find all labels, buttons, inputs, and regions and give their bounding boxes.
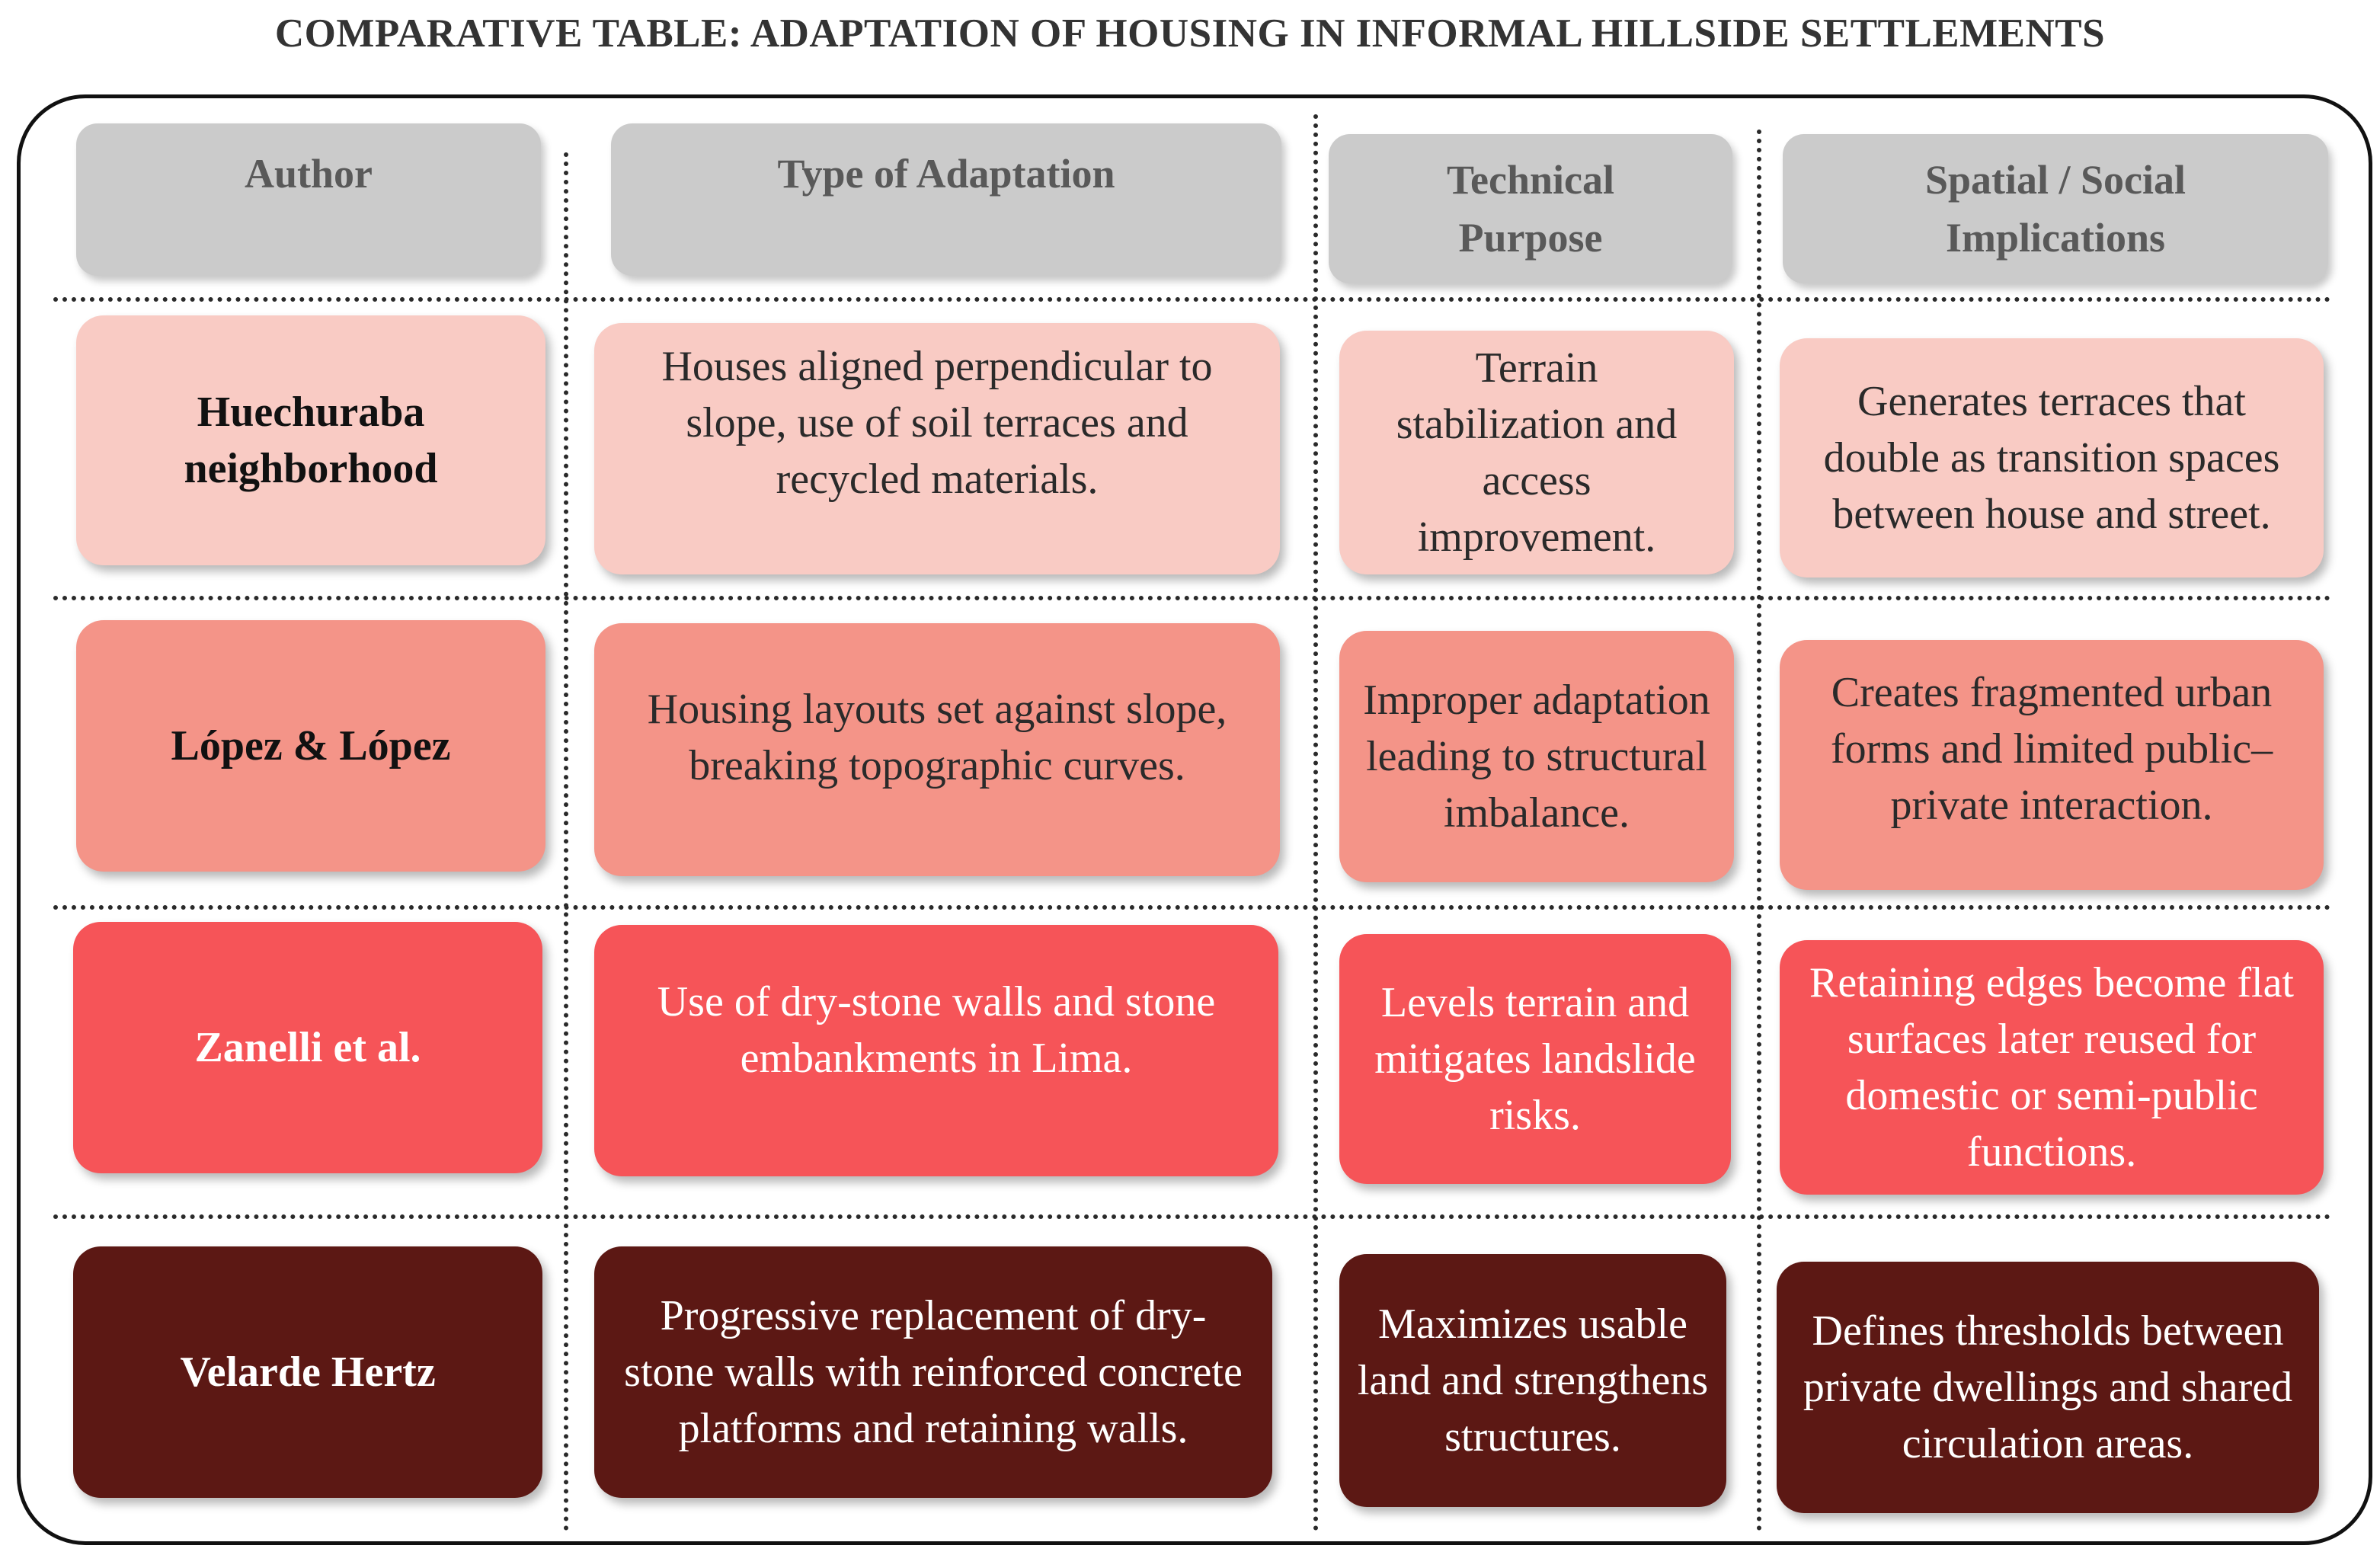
implications-cell: Defines thresholds between private dwell… xyxy=(1777,1262,2319,1513)
row-divider xyxy=(53,1214,2331,1219)
adaptation-cell: Use of dry-stone walls and stone embankm… xyxy=(594,925,1278,1176)
author-cell: Zanelli et al. xyxy=(73,922,542,1173)
column-divider xyxy=(564,152,568,1531)
header-technical-purpose: Technical Purpose xyxy=(1329,134,1732,283)
purpose-cell: Levels terrain and mitigates landslide r… xyxy=(1339,934,1731,1184)
column-divider xyxy=(1757,130,1761,1531)
adaptation-cell: Housing layouts set against slope, break… xyxy=(594,623,1280,876)
column-divider xyxy=(1313,114,1318,1531)
author-cell: Huechuraba neighborhood xyxy=(76,315,545,565)
row-divider xyxy=(53,596,2331,600)
header-author: Author xyxy=(76,123,541,276)
header-type-of-adaptation: Type of Adaptation xyxy=(611,123,1281,276)
adaptation-cell: Progressive replacement of dry-stone wal… xyxy=(594,1246,1272,1498)
implications-cell: Creates fragmented urban forms and limit… xyxy=(1780,640,2324,890)
header-spatial-social-implications: Spatial / Social Implications xyxy=(1783,134,2328,283)
author-cell: López & López xyxy=(76,620,545,872)
purpose-cell: Improper adaptation leading to structura… xyxy=(1339,631,1734,882)
table-title: COMPARATIVE TABLE: ADAPTATION OF HOUSING… xyxy=(274,11,2106,56)
adaptation-cell: Houses aligned perpendicular to slope, u… xyxy=(594,323,1280,574)
purpose-cell: Terrain stabilization and access improve… xyxy=(1339,331,1734,574)
row-divider xyxy=(53,905,2331,910)
author-cell: Velarde Hertz xyxy=(73,1246,542,1498)
purpose-cell: Maximizes usable land and strengthens st… xyxy=(1339,1254,1726,1507)
row-divider xyxy=(53,297,2331,302)
implications-cell: Retaining edges become flat surfaces lat… xyxy=(1780,940,2324,1195)
implications-cell: Generates terraces that double as transi… xyxy=(1780,338,2324,578)
table-frame xyxy=(17,94,2372,1545)
